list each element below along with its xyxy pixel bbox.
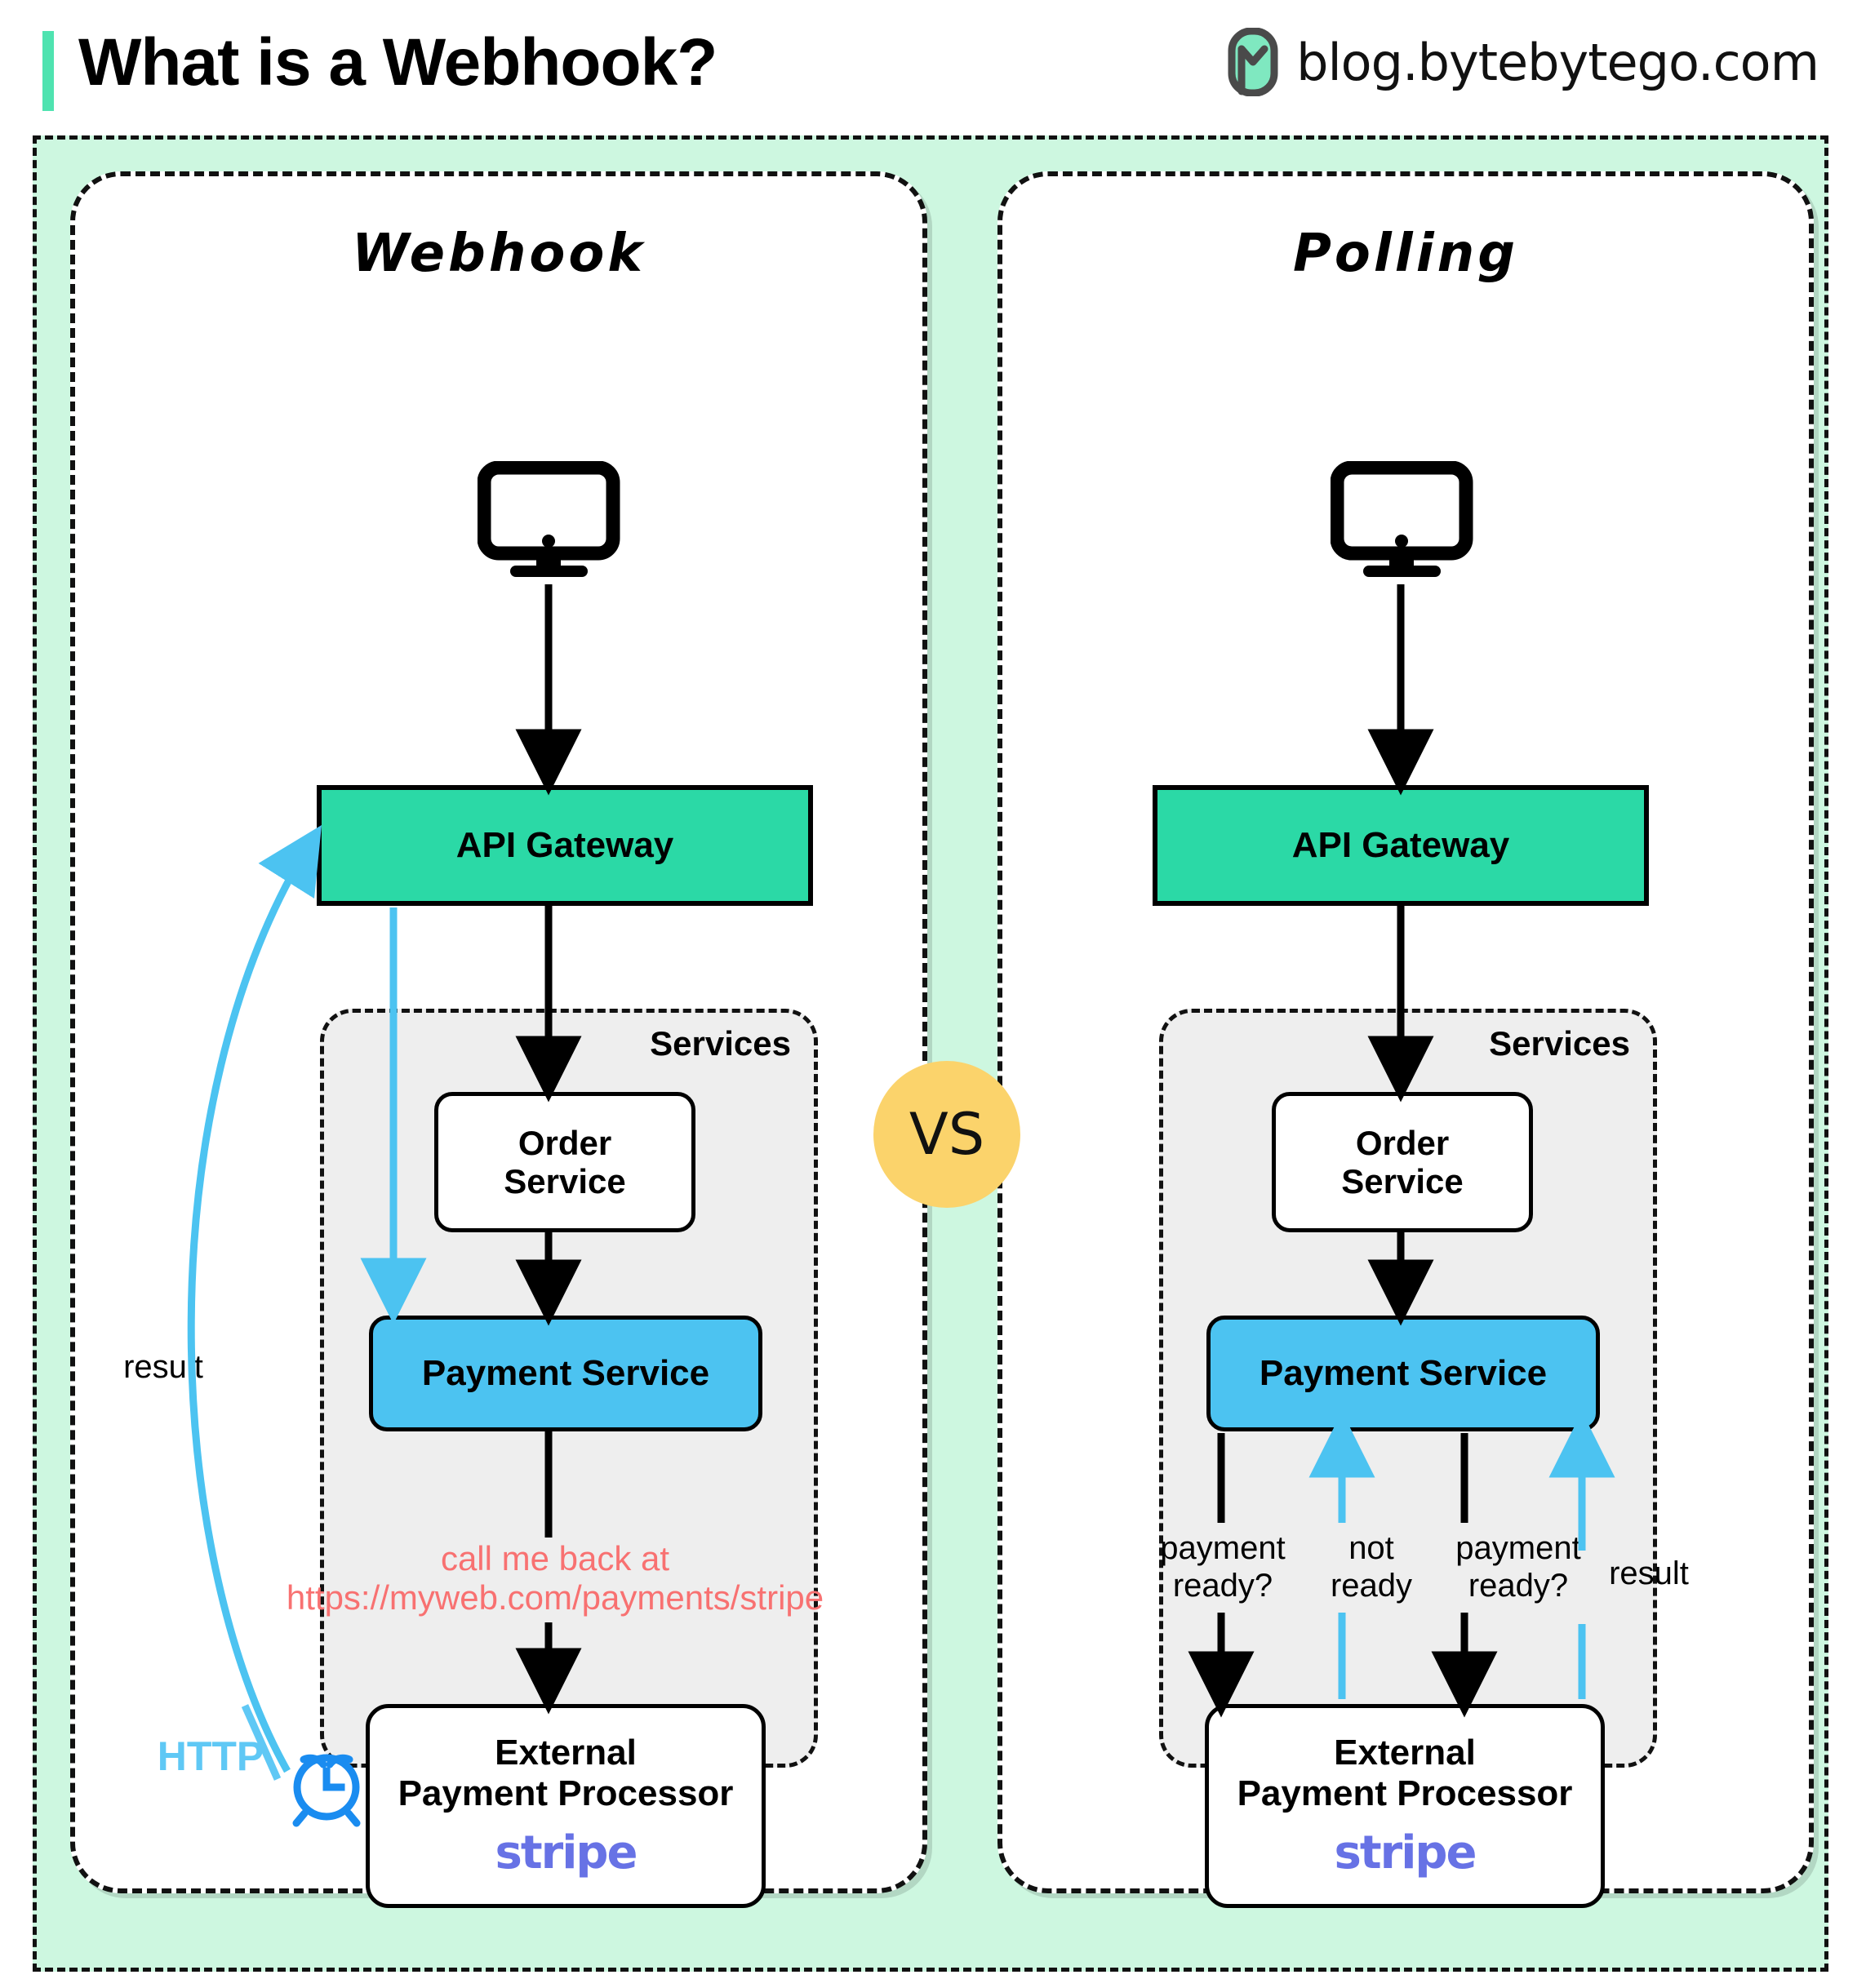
- processor-line1-polling: External: [1334, 1733, 1476, 1773]
- brand-url[interactable]: blog.bytebytego.com: [1296, 32, 1819, 92]
- processor-line2-polling: Payment Processor: [1237, 1773, 1573, 1813]
- order-service-line2-polling: Service: [1341, 1162, 1464, 1200]
- webhook-callout: call me back at https://myweb.com/paymen…: [253, 1539, 857, 1618]
- poll-label-1-line1: not: [1348, 1530, 1394, 1566]
- polling-payment-service[interactable]: Payment Service: [1206, 1316, 1600, 1431]
- callout-line1: call me back at: [440, 1539, 670, 1578]
- poll-label-1: not ready: [1298, 1529, 1445, 1604]
- poll-label-2-line1: payment: [1455, 1530, 1581, 1566]
- poll-label-0-line2: ready?: [1172, 1568, 1273, 1604]
- bytebytego-logo-icon: [1228, 27, 1278, 97]
- alarm-clock-icon: [282, 1738, 371, 1832]
- desktop-monitor-icon-polling: [1330, 460, 1473, 584]
- gateway-label-polling: API Gateway: [1291, 825, 1510, 866]
- panel-webhook-title: Webhook: [352, 224, 646, 284]
- order-service-line2: Service: [504, 1162, 626, 1200]
- poll-label-3: result: [1575, 1555, 1722, 1592]
- brand: blog.bytebytego.com: [1228, 27, 1819, 97]
- processor-line2: Payment Processor: [398, 1773, 734, 1813]
- polling-order-service[interactable]: Order Service: [1272, 1092, 1533, 1232]
- polling-external-processor[interactable]: External Payment Processor stripe: [1205, 1704, 1605, 1908]
- webhook-external-processor[interactable]: External Payment Processor stripe: [366, 1704, 766, 1908]
- poll-label-3-line1: result: [1609, 1555, 1689, 1591]
- payment-service-label: Payment Service: [421, 1353, 710, 1394]
- services-label: Services: [650, 1024, 791, 1063]
- vs-label: VS: [909, 1101, 985, 1168]
- order-service-line1: Order: [518, 1123, 612, 1162]
- processor-line1: External: [495, 1733, 637, 1773]
- webhook-payment-service[interactable]: Payment Service: [369, 1316, 762, 1431]
- title-accent-bar: [42, 31, 54, 111]
- poll-label-2-line2: ready?: [1468, 1568, 1569, 1604]
- stripe-logo-polling: stripe: [1334, 1826, 1477, 1879]
- desktop-monitor-icon: [477, 460, 620, 584]
- webhook-api-gateway[interactable]: API Gateway: [317, 785, 813, 906]
- poll-label-1-line2: ready: [1330, 1568, 1413, 1604]
- order-service-line1-polling: Order: [1355, 1123, 1450, 1162]
- polling-api-gateway[interactable]: API Gateway: [1153, 785, 1649, 906]
- poll-label-0-line1: payment: [1160, 1530, 1286, 1566]
- payment-service-label-polling: Payment Service: [1259, 1353, 1548, 1394]
- poll-label-2: payment ready?: [1437, 1529, 1600, 1604]
- page-header: What is a Webhook? blog.bytebytego.com: [0, 0, 1866, 137]
- panel-polling-title: Polling: [1292, 224, 1519, 284]
- gateway-label: API Gateway: [455, 825, 674, 866]
- vs-badge: VS: [873, 1061, 1020, 1208]
- callout-line2: https://myweb.com/payments/stripe: [286, 1578, 824, 1617]
- webhook-http-label: HTTP: [157, 1733, 264, 1779]
- webhook-order-service[interactable]: Order Service: [434, 1092, 695, 1232]
- stripe-logo: stripe: [495, 1826, 638, 1879]
- poll-label-0: payment ready?: [1141, 1529, 1304, 1604]
- services-label-polling: Services: [1489, 1024, 1630, 1063]
- webhook-result-label: result: [123, 1349, 203, 1385]
- page-title: What is a Webhook?: [78, 25, 718, 100]
